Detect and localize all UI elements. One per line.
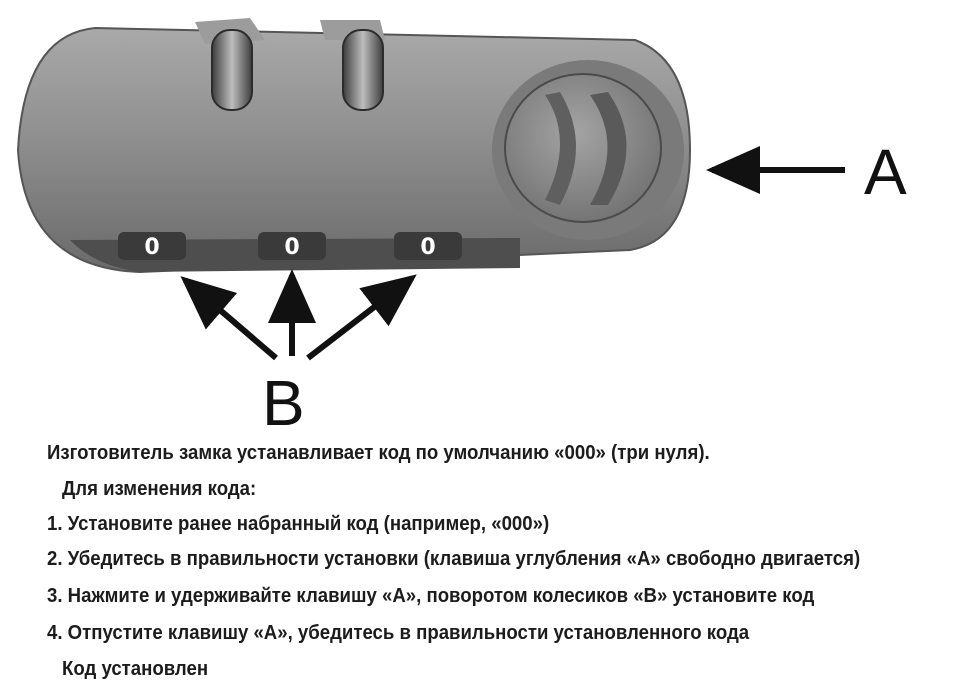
instructions-step-1: 1. Установите ранее набранный код (напри… [47, 513, 550, 535]
wheel-3: 0 [394, 232, 462, 260]
instructions-intro: Изготовитель замка устанавливает код по … [47, 442, 710, 464]
key-label-a: A [864, 136, 907, 208]
wheel-1: 0 [118, 232, 186, 260]
instructions-footer: Код установлен [62, 658, 209, 680]
wheel-3-digit: 0 [420, 235, 435, 260]
lock-illustration: 0 0 0 A B [16, 18, 907, 439]
instructions-step-4: 4. Отпустите клавишу «А», убедитесь в пр… [47, 622, 750, 644]
arrow-to-wheel-3 [306, 274, 417, 361]
wheel-2: 0 [258, 232, 326, 260]
top-slot-left [211, 29, 253, 111]
lock-key-button [492, 60, 684, 240]
top-slot-right [342, 29, 384, 111]
wheel-1-digit: 0 [144, 235, 159, 260]
arrow-to-wheel-1 [180, 276, 278, 361]
wheels-label-b: B [262, 367, 305, 439]
wheel-2-digit: 0 [284, 235, 299, 260]
instructions-step-3: 3. Нажмите и удерживайте клавишу «А», по… [47, 585, 815, 607]
instructions-heading: Для изменения кода: [62, 478, 257, 500]
instructions-step-2: 2. Убедитесь в правильности установки (к… [47, 548, 861, 570]
